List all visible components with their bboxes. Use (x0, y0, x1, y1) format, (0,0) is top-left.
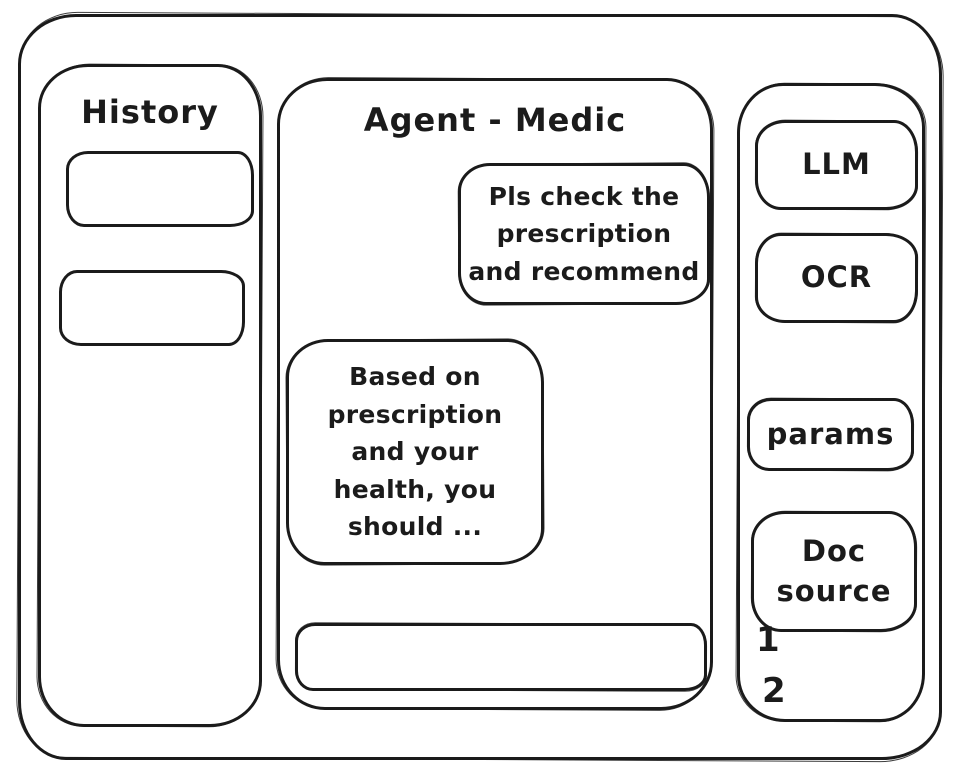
history-item[interactable] (59, 270, 245, 346)
history-item[interactable] (66, 151, 254, 227)
tool-ocr-button[interactable]: OCR (755, 233, 918, 323)
doc-source-marker-1: 1 (756, 620, 780, 660)
doc-source-marker-2: 2 (762, 671, 786, 711)
chat-title: Agent - Medic (363, 101, 627, 139)
chat-panel: Agent - Medic Pls check the prescription… (277, 78, 713, 710)
tool-params-button[interactable]: params (747, 398, 914, 471)
history-panel: History (38, 64, 262, 727)
user-message-bubble: Pls check the prescription and recommend (458, 163, 710, 305)
assistant-message-bubble: Based on prescription and your health, y… (286, 339, 544, 565)
tools-panel: LLM OCR params Doc source 1 2 (737, 83, 925, 722)
history-title: History (81, 93, 219, 131)
tool-llm-button[interactable]: LLM (755, 120, 918, 210)
message-input[interactable] (295, 623, 707, 691)
tool-doc-source-button[interactable]: Doc source (751, 511, 917, 632)
